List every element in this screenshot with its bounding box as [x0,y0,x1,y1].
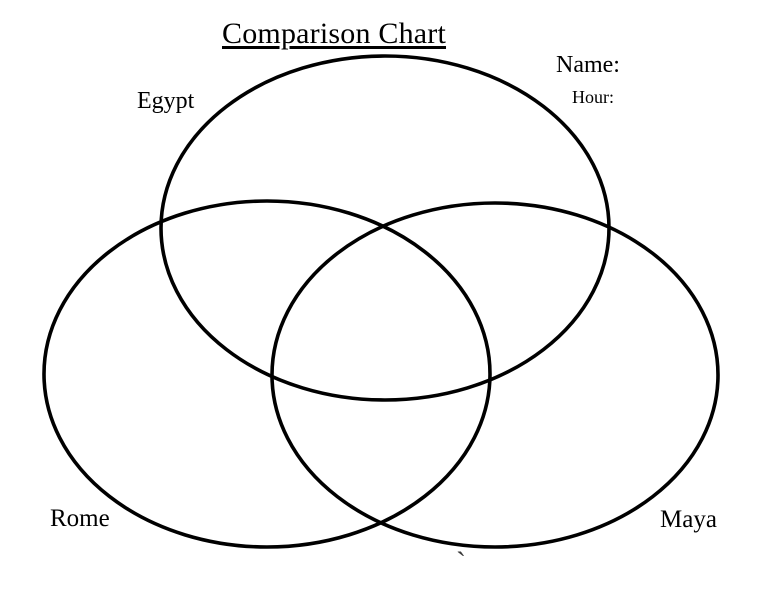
maya-ellipse [270,201,720,549]
set-label-maya: Maya [660,506,717,533]
stray-backtick-mark: ` [456,546,466,579]
set-label-egypt: Egypt [137,88,195,114]
rome-ellipse [42,199,492,549]
page-title: Comparison Chart [222,17,447,50]
hour-field-label: Hour: [572,87,614,107]
set-label-rome: Rome [50,505,110,532]
name-field-label: Name: [556,52,620,78]
